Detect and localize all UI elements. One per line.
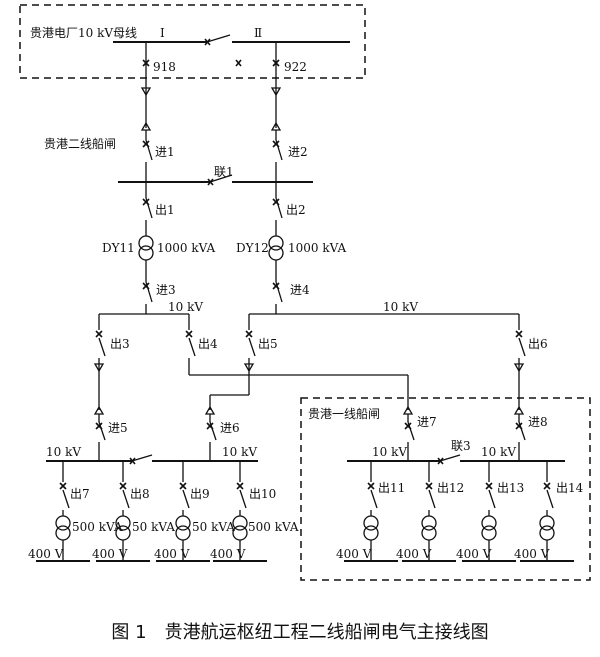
in8-label: 进8 <box>528 415 548 429</box>
feeder-out9 <box>156 461 210 562</box>
out2-label: 出2 <box>286 203 306 217</box>
in3-label: 进3 <box>156 283 176 297</box>
in6-label: 进6 <box>220 421 240 435</box>
out14-label: 出14 <box>556 481 584 495</box>
feeder-out14 <box>520 461 574 562</box>
power-plant-boundary <box>19 4 366 79</box>
figure-caption: 图 1 贵港航运枢纽工程二线船闸电气主接线图 <box>111 622 488 643</box>
lian3-label: 联3 <box>451 439 471 453</box>
t7-label: 500 kVA <box>72 520 123 534</box>
kva1000a-label: 1000 kVA <box>157 241 215 255</box>
kv10-f-label: 10 kV <box>481 445 516 459</box>
v8-label: 400 V <box>514 547 550 561</box>
out10-label: 出10 <box>249 487 276 501</box>
t8-label: 50 kVA <box>132 520 175 534</box>
out13-label: 出13 <box>497 481 524 495</box>
out12-label: 出12 <box>437 481 464 495</box>
first-lock-label: 贵港一线船闸 <box>308 407 380 421</box>
feeder-out11 <box>344 461 398 562</box>
dy11-label: DY11 <box>102 241 135 255</box>
v2-label: 400 V <box>92 547 128 561</box>
bus-I-label: Ⅰ <box>160 26 165 40</box>
switch-918-label: 918 <box>153 60 176 74</box>
v4-label: 400 V <box>210 547 246 561</box>
plant-mark-x <box>235 59 242 67</box>
first-lock-boundary <box>300 397 591 581</box>
out1-label: 出1 <box>155 203 175 217</box>
plant-bus-tie-switch <box>206 34 231 43</box>
v7-label: 400 V <box>456 547 492 561</box>
kv10-c-label: 10 kV <box>46 445 81 459</box>
out6-label: 出6 <box>528 337 548 351</box>
in5-label: 进5 <box>108 421 128 435</box>
feeder-out10 <box>213 461 267 562</box>
kv10-b-label: 10 kV <box>383 300 418 314</box>
in2-label: 进2 <box>288 145 308 159</box>
v5-label: 400 V <box>336 547 372 561</box>
bus-II-label: Ⅱ <box>254 26 262 40</box>
feeder-out13 <box>462 461 516 562</box>
kva1000b-label: 1000 kVA <box>288 241 346 255</box>
out4-label: 出4 <box>198 337 218 351</box>
t10-label: 500 kVA <box>248 520 299 534</box>
v6-label: 400 V <box>396 547 432 561</box>
plant-tie-breaker-mark <box>204 38 211 46</box>
plant-bus-label: 贵港电厂10 kV母线 <box>30 26 137 40</box>
out5-label: 出5 <box>258 337 278 351</box>
kv10-a-label: 10 kV <box>168 300 203 314</box>
out8-label: 出8 <box>130 487 150 501</box>
out9-label: 出9 <box>190 487 210 501</box>
switch-922-label: 922 <box>284 60 307 74</box>
out11-label: 出11 <box>378 481 405 495</box>
in1-label: 进1 <box>155 145 175 159</box>
out7-label: 出7 <box>70 487 90 501</box>
dy12-label: DY12 <box>236 241 269 255</box>
kv10-d-label: 10 kV <box>222 445 257 459</box>
lian1-label: 联1 <box>214 165 234 179</box>
kv10-e-label: 10 kV <box>372 445 407 459</box>
t9-label: 50 kVA <box>192 520 235 534</box>
feeder-out8 <box>96 461 150 562</box>
feeder-out7 <box>36 461 90 562</box>
v3-label: 400 V <box>154 547 190 561</box>
in7-label: 进7 <box>417 415 437 429</box>
feeder-out12 <box>402 461 456 562</box>
in4-label: 进4 <box>290 283 310 297</box>
second-lock-label: 贵港二线船闸 <box>44 137 116 151</box>
out3-label: 出3 <box>110 337 130 351</box>
v1-label: 400 V <box>28 547 64 561</box>
